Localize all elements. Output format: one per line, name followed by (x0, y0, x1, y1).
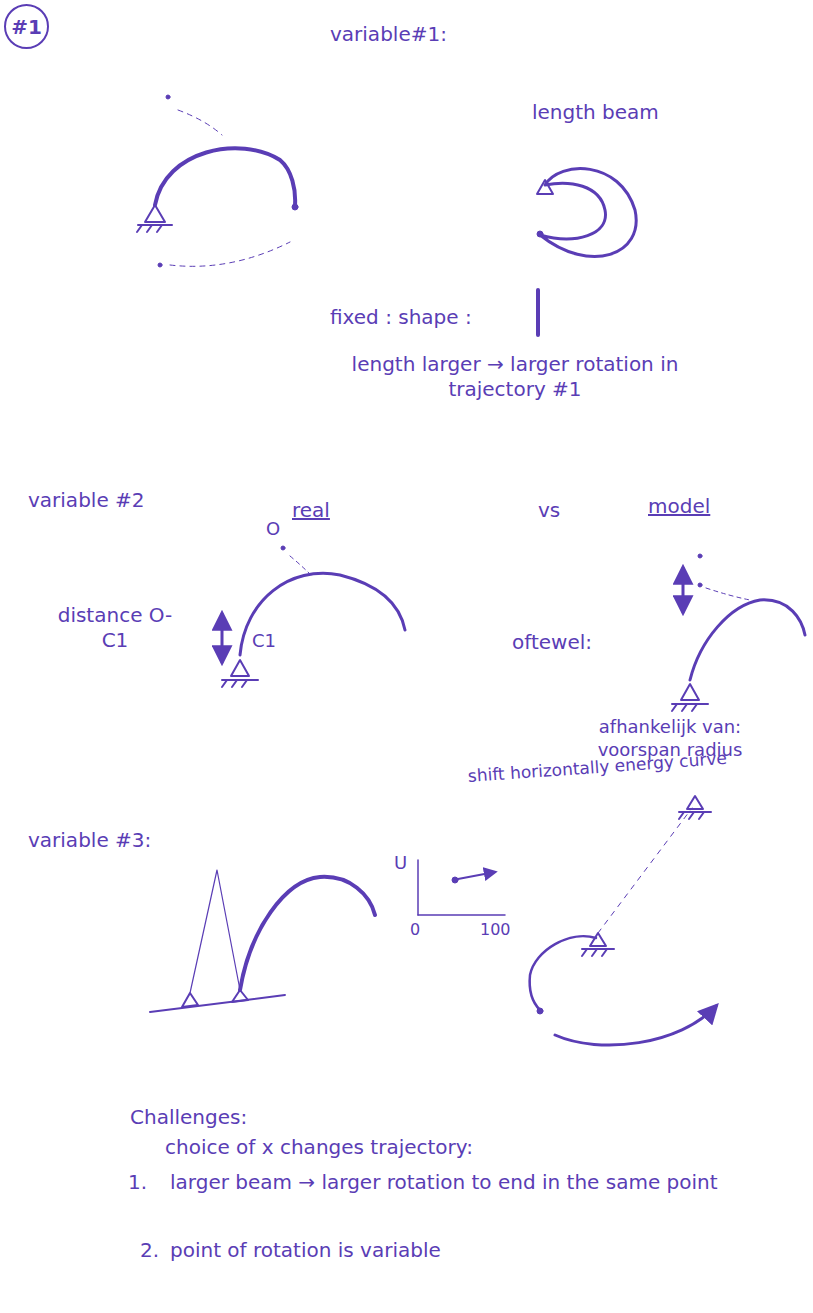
point-label: C1 (252, 630, 276, 653)
curved-beam (155, 148, 295, 205)
preload-lines (190, 870, 240, 993)
trajectory-dashed (706, 588, 750, 600)
list-item: larger beam → larger rotation to end in … (170, 1170, 730, 1195)
axis-tick: 0 (410, 920, 420, 940)
list-item: point of rotation is variable (170, 1238, 441, 1263)
curved-beam (240, 877, 375, 990)
note: fixed : shape : (330, 305, 472, 330)
section-heading: variable #3: (28, 828, 151, 853)
double-arrow (221, 614, 224, 662)
list-number: 1. (128, 1170, 147, 1195)
pivot-support (679, 796, 711, 819)
energy-axes (418, 860, 505, 915)
note: oftewel: (512, 630, 592, 655)
list-item: choice of x changes trajectory: (165, 1135, 473, 1160)
column-heading: real (292, 498, 330, 523)
pivot-support (137, 205, 172, 232)
double-arrow (682, 568, 685, 612)
circled-number: #1 (4, 4, 49, 49)
center-dot (698, 554, 702, 558)
curved-beam (240, 573, 405, 655)
center-dot (698, 583, 702, 587)
note: shift horizontally energy curve (467, 748, 727, 787)
rotation-arrow (555, 1006, 716, 1045)
long-beam-crescent (540, 169, 636, 257)
trajectory-dashed (170, 242, 290, 266)
ground-line (150, 995, 285, 1012)
point-label: O (266, 518, 280, 541)
section-heading: variable #2 (28, 488, 145, 513)
note: length beam (532, 100, 659, 125)
list-heading: Challenges: (130, 1105, 247, 1130)
trajectory-dashed (178, 110, 222, 135)
beam-end (292, 204, 298, 210)
list-number: 2. (140, 1238, 159, 1263)
rotation-radius (598, 808, 692, 933)
curve-point (452, 877, 458, 883)
axis-tick: 100 (480, 920, 511, 940)
straight-shape (536, 290, 540, 335)
beam-end (537, 1008, 543, 1014)
pivot-support (222, 660, 258, 687)
center-dot (281, 546, 285, 550)
center-dot (166, 95, 170, 99)
note: length larger → larger rotation in traje… (300, 352, 730, 402)
note: vs (538, 498, 560, 523)
section-heading: variable#1: (330, 22, 447, 47)
axis-label: U (394, 852, 407, 875)
beam-end (537, 231, 543, 237)
center-dot (158, 263, 162, 267)
pivot-support (537, 180, 553, 194)
pivot-support (672, 684, 708, 711)
column-heading: model (648, 494, 710, 519)
shift-arrow (458, 872, 495, 879)
section-number: #1 (11, 15, 42, 39)
dimension-label: distance O-C1 (55, 603, 175, 653)
pivot-support (182, 993, 198, 1007)
curved-beam (530, 936, 596, 1010)
trajectory-dashed (290, 556, 312, 576)
curved-beam (690, 600, 805, 680)
